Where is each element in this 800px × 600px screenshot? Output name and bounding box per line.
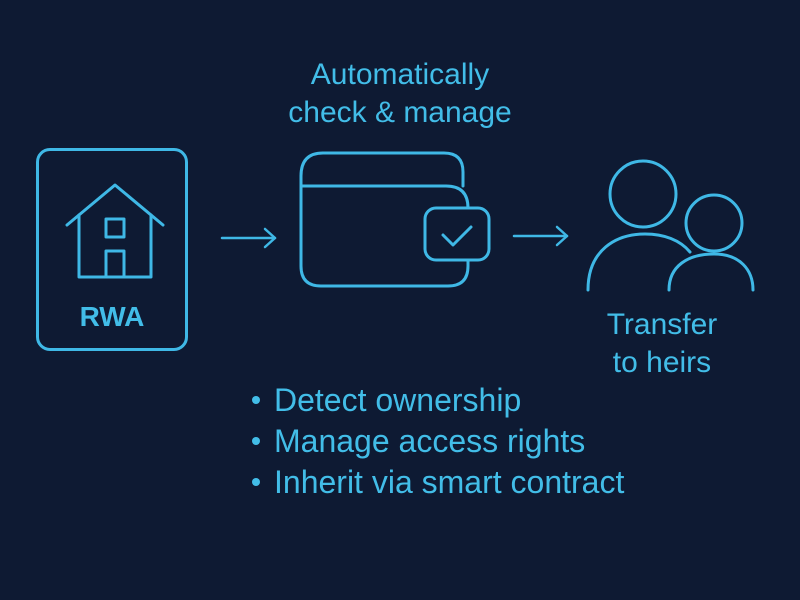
diagram-title: Automatically check & manage xyxy=(200,56,600,132)
transfer-label: Transfer to heirs xyxy=(572,306,752,382)
transfer-line-1: Transfer xyxy=(606,308,718,341)
arrow-right-icon xyxy=(220,227,277,249)
list-item: Manage access rights xyxy=(252,421,624,462)
list-item: Detect ownership xyxy=(252,380,624,421)
bullet-icon xyxy=(252,477,260,486)
rwa-card: RWA xyxy=(36,148,188,351)
list-item-text: Manage access rights xyxy=(274,423,586,459)
transfer-line-2: to heirs xyxy=(612,346,712,379)
list-item: Inherit via smart contract xyxy=(252,462,624,503)
wallet-check-icon xyxy=(299,151,491,288)
rwa-label: RWA xyxy=(79,301,145,332)
bullet-icon xyxy=(252,436,260,445)
arrow-right-icon xyxy=(512,225,569,247)
people-icon xyxy=(586,159,755,292)
bullet-icon xyxy=(252,395,260,404)
title-line-2: check & manage xyxy=(288,96,512,129)
feature-list: Detect ownership Manage access rights In… xyxy=(252,380,624,503)
house-icon xyxy=(65,183,165,279)
title-line-1: Automatically xyxy=(310,58,490,91)
list-item-text: Detect ownership xyxy=(274,382,522,418)
list-item-text: Inherit via smart contract xyxy=(274,464,625,500)
